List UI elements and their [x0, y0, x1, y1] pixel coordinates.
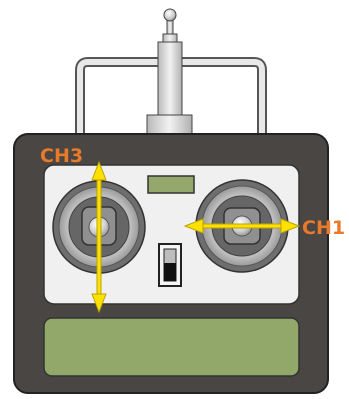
antenna	[146, 8, 193, 138]
ch3-vertical-arrow	[91, 160, 107, 314]
toggle-switch[interactable]	[158, 243, 182, 287]
ch1-horizontal-arrow	[183, 218, 301, 234]
lcd-screen	[43, 317, 300, 377]
ch3-label: CH3	[40, 145, 83, 167]
ch1-label: CH1	[302, 217, 345, 239]
status-indicator	[147, 175, 195, 194]
